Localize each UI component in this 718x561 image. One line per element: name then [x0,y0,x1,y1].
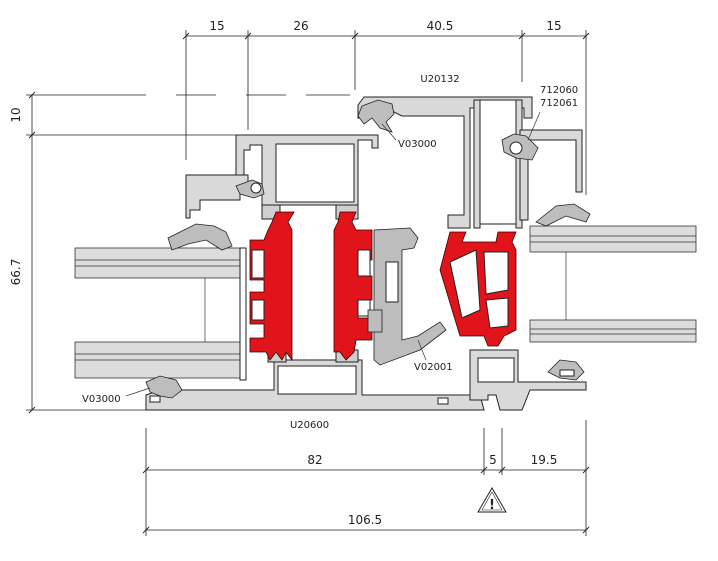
dim-bottom-total: 106.5 [348,513,382,527]
glazing-left [74,247,247,381]
dim-bottom-2: 5 [489,453,497,467]
label-712061: 712061 [540,98,578,109]
dim-left-2: 66.7 [9,259,23,286]
label-v03000-top: V03000 [398,139,437,150]
gaskets [145,99,591,405]
glazing-gasket-left [167,223,233,251]
label-u20600: U20600 [290,420,329,431]
label-v03000-bottom: V03000 [82,394,121,405]
label-u20132: U20132 [420,74,459,85]
dim-bottom-1: 82 [307,453,322,467]
thermal-break-right [439,231,517,347]
dimension-texts: 15 26 40.5 15 10 66.7 82 5 19.5 106.5 [9,19,562,527]
dimension-lines [26,30,590,536]
frame-profile-left [145,134,485,411]
dim-top-4: 15 [546,19,561,33]
dim-top-2: 26 [293,19,308,33]
sash-profile-right [357,96,587,411]
gasket-v03000-top [357,99,395,133]
dim-top-3: 40.5 [427,19,454,33]
thermal-break-left [249,211,373,362]
label-712060: 712060 [540,85,578,96]
warning-mark: ! [489,498,495,513]
dim-bottom-3: 19.5 [531,453,558,467]
insulator-profile [367,227,447,366]
gasket-v03000-bottom [145,375,183,399]
part-labels: U20132 712060 712061 V03000 V02001 V0300… [82,74,578,431]
glazing-right [529,225,697,343]
dim-top-1: 15 [209,19,224,33]
dim-left-1: 10 [9,107,23,122]
glazing-gasket-right [535,203,591,227]
label-v02001: V02001 [414,362,453,373]
warning-icon: ! [477,487,507,513]
